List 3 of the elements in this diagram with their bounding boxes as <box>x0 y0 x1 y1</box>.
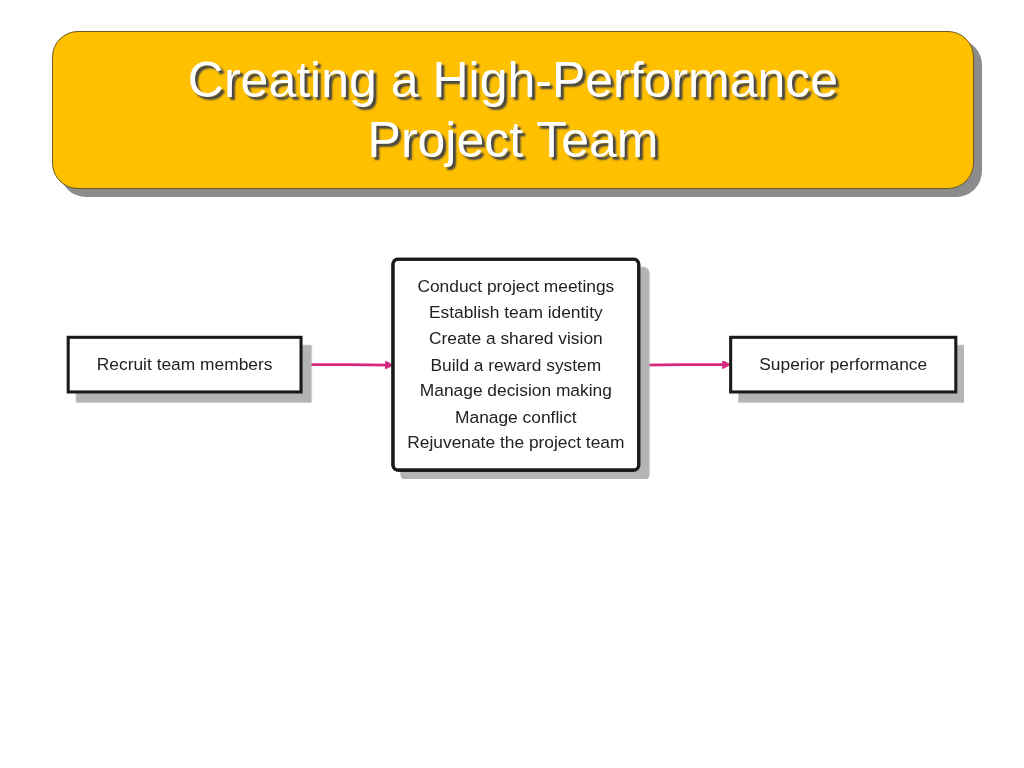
title: Creating a High-Performance Project Team <box>186 51 840 170</box>
node-box: Superior performance <box>729 336 958 394</box>
node-box: Recruit team members <box>66 336 303 394</box>
